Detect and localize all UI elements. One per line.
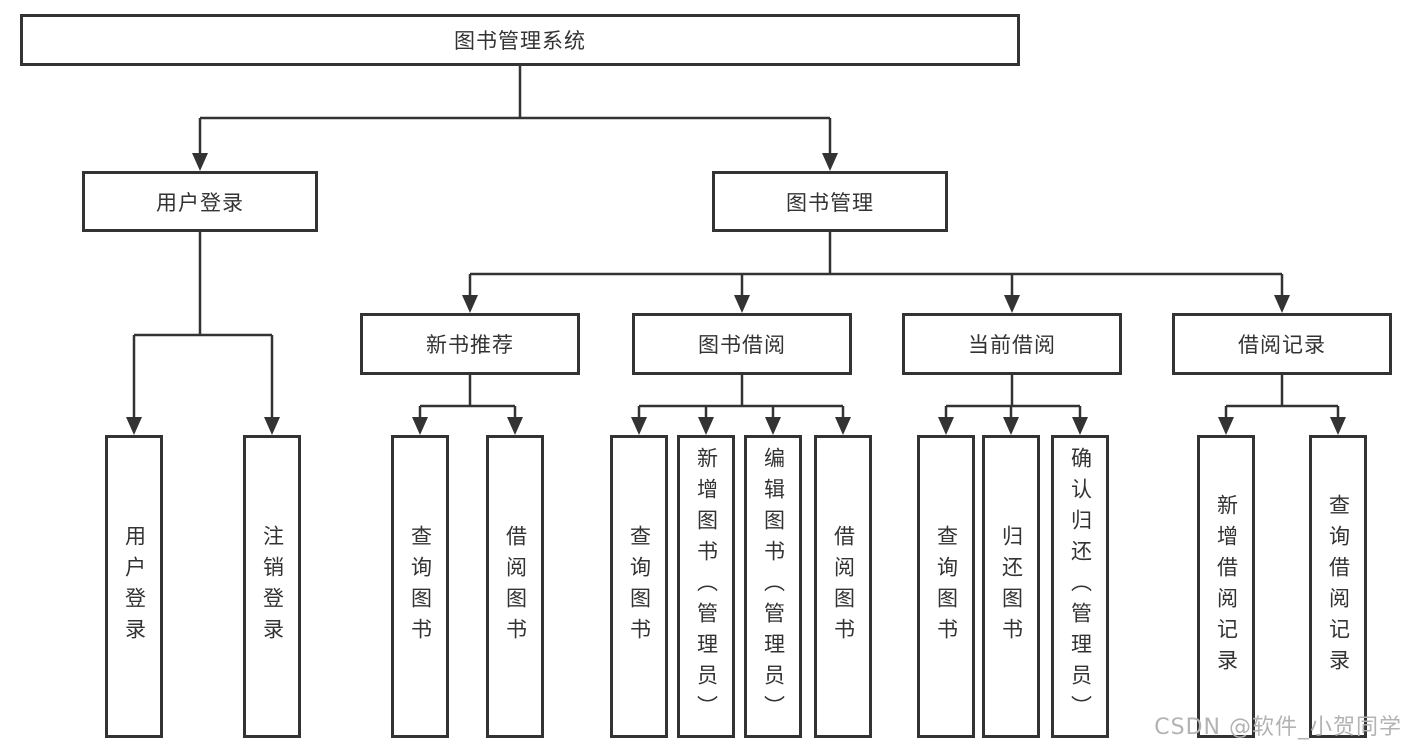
leaf-label: 查询图书 (934, 524, 959, 649)
connector-lines (132, 66, 1340, 421)
leaf-label: 查询图书 (627, 524, 652, 649)
leaf-label: 归还图书 (999, 524, 1024, 649)
leaf-label: 编辑图书（管理员） (761, 447, 786, 726)
leaf-label: 确认归还（管理员） (1068, 447, 1093, 726)
leaf-label: 查询借阅记录 (1326, 493, 1351, 680)
leaf-label: 用户登录 (122, 524, 147, 649)
node-new-book-recommend: 新书推荐 (360, 313, 580, 375)
leaf-borrow-books-borrowing: 借阅图书 (814, 435, 872, 738)
node-book-management: 图书管理 (712, 171, 948, 232)
leaf-edit-books-admin: 编辑图书（管理员） (744, 435, 802, 738)
leaf-add-borrow-record: 新增借阅记录 (1197, 435, 1255, 738)
node-user-login-branch: 用户登录 (82, 171, 318, 232)
leaf-confirm-return-admin: 确认归还（管理员） (1051, 435, 1109, 738)
node-current-borrowing: 当前借阅 (902, 313, 1122, 375)
node-root: 图书管理系统 (20, 14, 1020, 66)
leaf-borrow-books-recommend: 借阅图书 (486, 435, 544, 738)
watermark: CSDN @软件_小贺同学 (1154, 715, 1402, 740)
leaf-label: 借阅图书 (503, 524, 528, 649)
leaf-query-books-current: 查询图书 (917, 435, 975, 738)
leaf-add-books-admin: 新增图书（管理员） (677, 435, 735, 738)
leaf-user-login: 用户登录 (105, 435, 163, 738)
leaf-query-books-recommend: 查询图书 (391, 435, 449, 738)
leaf-label: 借阅图书 (831, 524, 856, 649)
leaf-logout-login: 注销登录 (243, 435, 301, 738)
node-borrowing-records: 借阅记录 (1172, 313, 1392, 375)
leaf-label: 新增借阅记录 (1214, 493, 1239, 680)
node-book-borrowing: 图书借阅 (632, 313, 852, 375)
leaf-query-borrow-record: 查询借阅记录 (1309, 435, 1367, 738)
leaf-label: 查询图书 (408, 524, 433, 649)
leaf-return-books: 归还图书 (982, 435, 1040, 738)
leaf-query-books-borrowing: 查询图书 (610, 435, 668, 738)
leaf-label: 新增图书（管理员） (694, 447, 719, 726)
leaf-label: 注销登录 (260, 524, 285, 649)
